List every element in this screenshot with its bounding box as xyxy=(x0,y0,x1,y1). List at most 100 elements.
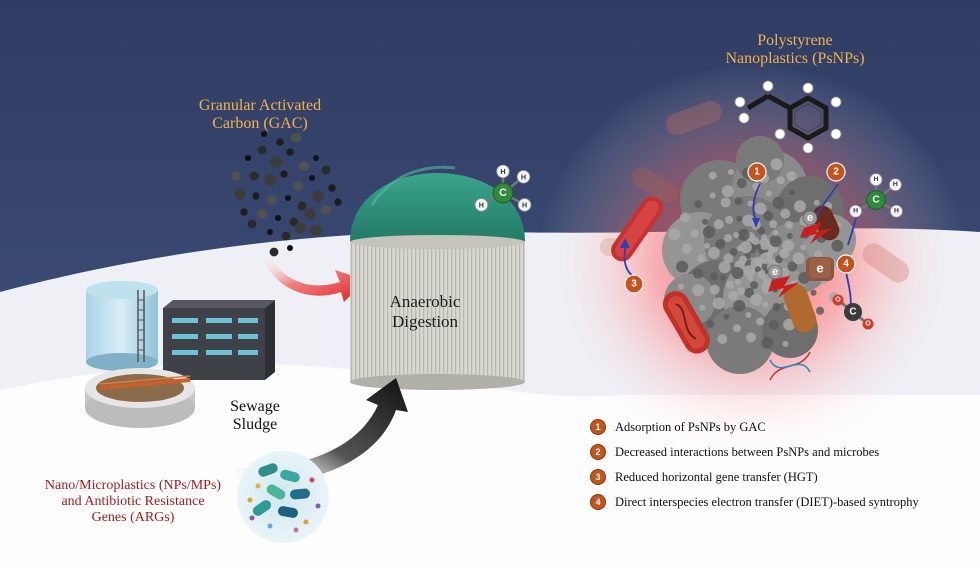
protein-texture xyxy=(745,332,756,343)
protein-texture xyxy=(709,192,716,199)
gac-particle xyxy=(304,208,316,220)
marker-circle xyxy=(624,274,644,294)
legend-item-2: 2 Decreased interactions between PsNPs a… xyxy=(590,442,970,462)
protein-texture xyxy=(703,242,710,249)
marker-number: 1 xyxy=(754,167,760,178)
mechanism-legend: 1 Adsorption of PsNPs by GAC 2 Decreased… xyxy=(590,417,970,517)
protein-texture xyxy=(800,244,807,251)
marker-circle xyxy=(826,162,846,182)
gac-particle xyxy=(247,219,257,229)
protein-texture xyxy=(761,234,768,241)
hydrogen-symbol: H xyxy=(893,181,898,188)
protein-texture xyxy=(761,336,774,349)
hydrogen-symbol: H xyxy=(521,172,526,181)
oxygen-symbol: O xyxy=(835,297,841,304)
gac-particle xyxy=(328,184,336,192)
gac-particle xyxy=(281,231,291,241)
bubble-particle xyxy=(249,515,255,521)
protein-texture xyxy=(782,239,795,252)
protein-texture xyxy=(810,289,817,296)
protein-texture xyxy=(733,231,740,238)
bubble-particle xyxy=(247,497,253,503)
bubble-bacterium xyxy=(266,484,286,500)
protein-texture xyxy=(709,284,720,295)
marker-circle xyxy=(747,162,767,182)
gac-particle xyxy=(252,192,260,200)
protein-texture xyxy=(693,268,704,279)
protein-texture xyxy=(737,228,750,241)
gac-particle xyxy=(285,195,291,201)
hydrogen-symbol: H xyxy=(522,200,527,209)
bubble-bacterium xyxy=(258,463,278,477)
protein-texture xyxy=(692,284,705,297)
protein-texture xyxy=(706,320,715,329)
protein-texture xyxy=(697,254,706,263)
gac-particle xyxy=(249,171,259,181)
gac-particle xyxy=(234,188,246,200)
protein-texture xyxy=(731,267,744,280)
digester-label: Anaerobic Digestion xyxy=(389,292,461,331)
bubble-particle xyxy=(309,477,315,483)
hydrogen-symbol: H xyxy=(500,167,505,176)
protein-texture xyxy=(725,215,734,224)
protein-texture xyxy=(699,304,706,311)
hydrogen-atom xyxy=(890,204,903,218)
protein-texture xyxy=(786,232,793,239)
protein-texture xyxy=(736,245,743,252)
protein-texture xyxy=(694,200,703,209)
protein-texture xyxy=(792,252,805,265)
protein-texture xyxy=(734,197,743,206)
carbon-atom xyxy=(866,190,886,210)
nanoplastics-label: Nano/Microplastics (NPs/MPs) and Antibio… xyxy=(44,478,222,526)
protein-texture xyxy=(739,241,752,254)
protein-texture xyxy=(747,200,754,207)
gac-particle xyxy=(294,222,306,234)
bubble-particle xyxy=(303,519,309,525)
protein-texture xyxy=(787,261,798,272)
gac-particle xyxy=(256,208,268,220)
protein-texture xyxy=(754,266,761,273)
bubble-bacterium xyxy=(252,500,272,516)
protein-texture xyxy=(745,311,752,318)
legend-item-3: 3 Reduced horizontal gene transfer (HGT) xyxy=(590,467,970,487)
hydrogen-symbol: H xyxy=(853,208,858,215)
legend-number-badge: 2 xyxy=(590,444,606,460)
legend-text: Direct interspecies electron transfer (D… xyxy=(615,494,919,509)
protein-texture xyxy=(733,299,746,312)
protein-texture xyxy=(742,214,755,227)
protein-texture xyxy=(754,202,767,215)
gac-particle xyxy=(280,170,288,178)
legend-number-badge: 1 xyxy=(590,419,606,435)
protein-texture xyxy=(786,170,797,181)
protein-texture xyxy=(668,228,681,241)
protein-texture xyxy=(757,226,766,235)
protein-texture xyxy=(721,185,734,198)
legend-item-1: 1 Adsorption of PsNPs by GAC xyxy=(590,417,970,437)
co2-molecule-icon: OOC xyxy=(832,294,874,330)
gac-particle xyxy=(257,145,267,155)
legend-number-badge: 4 xyxy=(590,494,606,510)
gac-particle xyxy=(240,208,248,216)
protein-texture xyxy=(772,196,785,209)
gac-particle xyxy=(309,175,315,181)
protein-texture xyxy=(814,249,823,258)
protein-texture xyxy=(708,171,717,180)
protein-texture xyxy=(724,234,733,243)
protein-texture xyxy=(681,243,692,254)
wastewater-plant-icon xyxy=(85,281,275,428)
nanoplastic-arg-bubble-icon xyxy=(237,451,329,543)
protein-texture xyxy=(710,272,719,281)
protein-texture xyxy=(769,235,782,248)
carbon-symbol: C xyxy=(849,307,856,318)
legend-text: Adsorption of PsNPs by GAC xyxy=(615,419,766,434)
marker-number: 3 xyxy=(631,279,637,290)
protein-texture xyxy=(760,252,773,265)
gac-particle xyxy=(261,131,267,137)
electron-dot xyxy=(767,264,783,280)
gac-particle xyxy=(290,132,302,144)
protein-texture xyxy=(736,215,743,222)
protein-texture xyxy=(772,303,781,312)
gac-particle xyxy=(298,160,310,172)
